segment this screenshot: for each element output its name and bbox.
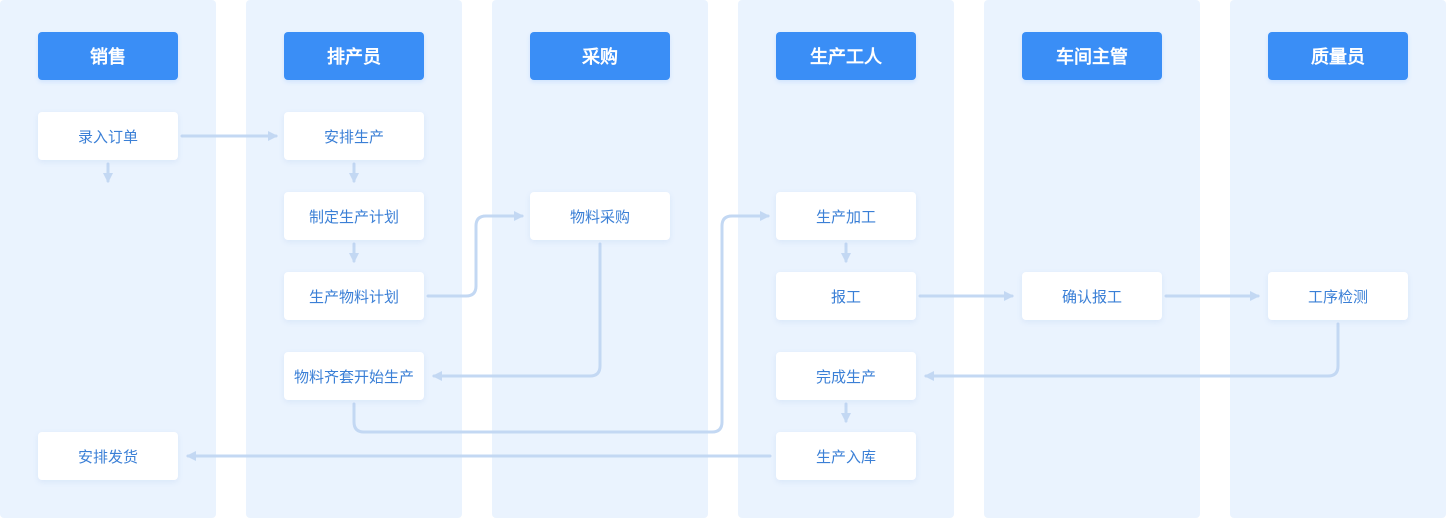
- node-warehousing: 生产入库: [776, 432, 916, 480]
- arrow-material-plan-to-purchase: [426, 211, 524, 298]
- lane-supervisor: [984, 0, 1200, 518]
- node-enter-order: 录入订单: [38, 112, 178, 160]
- lane-sales: [0, 0, 216, 518]
- lane-header-quality: 质量员: [1268, 32, 1408, 80]
- node-arrange-production: 安排生产: [284, 112, 424, 160]
- arrow-purchase-to-materials-ready: [432, 242, 602, 381]
- node-material-purchase: 物料采购: [530, 192, 670, 240]
- lane-header-worker: 生产工人: [776, 32, 916, 80]
- node-process-inspection: 工序检测: [1268, 272, 1408, 320]
- lane-quality: [1230, 0, 1446, 518]
- node-material-plan: 生产物料计划: [284, 272, 424, 320]
- node-confirm-report: 确认报工: [1022, 272, 1162, 320]
- node-complete-production: 完成生产: [776, 352, 916, 400]
- node-report-work: 报工: [776, 272, 916, 320]
- lane-header-sales: 销售: [38, 32, 178, 80]
- lane-header-supervisor: 车间主管: [1022, 32, 1162, 80]
- arrow-materials-ready-to-processing: [352, 211, 770, 434]
- lane-header-purchasing: 采购: [530, 32, 670, 80]
- node-processing: 生产加工: [776, 192, 916, 240]
- node-arrange-shipment: 安排发货: [38, 432, 178, 480]
- node-materials-ready: 物料齐套开始生产: [284, 352, 424, 400]
- lane-header-scheduler: 排产员: [284, 32, 424, 80]
- arrow-inspection-to-complete: [924, 322, 1340, 381]
- node-make-production-plan: 制定生产计划: [284, 192, 424, 240]
